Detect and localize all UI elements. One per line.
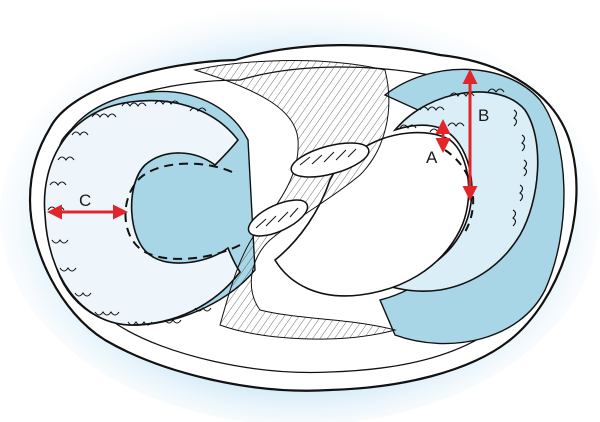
left-meniscus: [43, 99, 241, 326]
label-c: C: [79, 191, 91, 210]
label-b: B: [478, 106, 489, 125]
ligament-attachment-upper-texture: [299, 148, 357, 166]
right-meniscus: [382, 91, 539, 292]
ligament-attachment-upper: [290, 142, 370, 178]
ligament-attachment-lower: [247, 199, 309, 237]
ligament-attachment-lower-texture: [255, 207, 299, 229]
label-a: A: [426, 148, 438, 167]
